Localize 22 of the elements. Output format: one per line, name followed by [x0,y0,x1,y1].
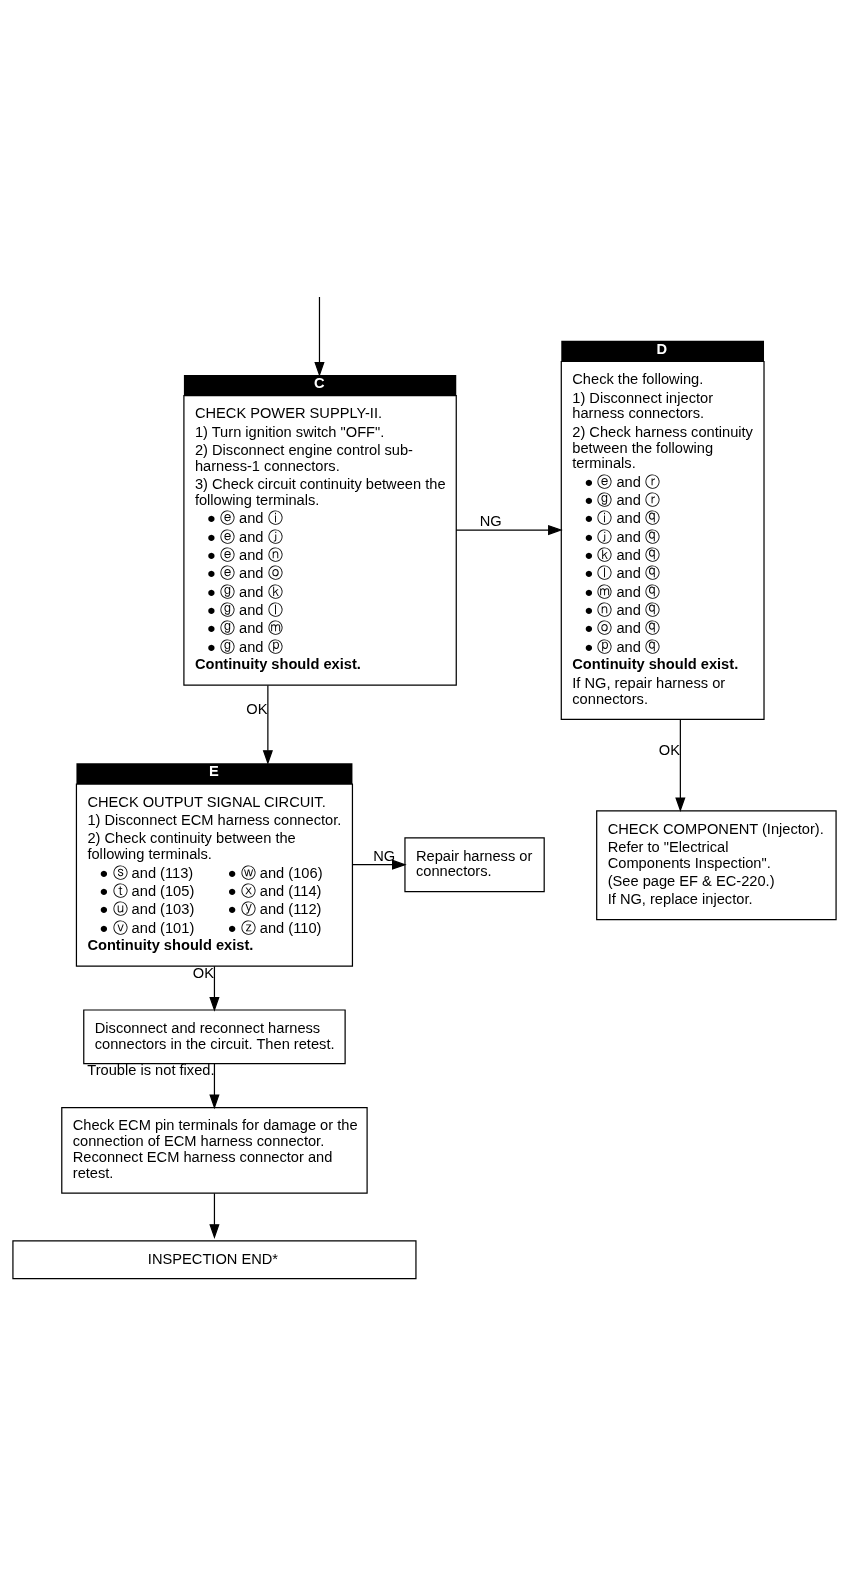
node-label: C [313,374,325,391]
arrow [314,296,325,377]
arrow [262,684,273,765]
node-label: E [208,763,219,780]
node-label: D [656,340,668,357]
arrow [209,1063,220,1110]
edge-label: NG [373,847,396,864]
arrow [209,1192,220,1239]
node-box: Repair harness or connectors. [404,837,545,893]
edge-label: Trouble is not fixed. [87,1062,215,1079]
edge-label: OK [246,701,268,718]
edge-label: OK [658,741,680,758]
node-box: Disconnect and reconnect harness connectors in the circuit. Then retest. [83,1009,346,1065]
arrow [209,965,220,1012]
arrow [455,524,563,536]
arrow [675,718,686,813]
node-box: INSPECTION END* [12,1240,417,1280]
edge-label: OK [192,964,215,981]
node-box: Check ECM pin terminals for damage or the connection of ECM harness connector. Reconnect ECM harness connector and retest. [61,1107,368,1194]
arrow [351,859,407,870]
edge-label: NG [479,512,502,529]
node-box: CHECK COMPONENT (Injector). Refer to "Electrical Components Inspection". (See page EF & EC-220.) If NG, replace injector. [596,810,837,921]
